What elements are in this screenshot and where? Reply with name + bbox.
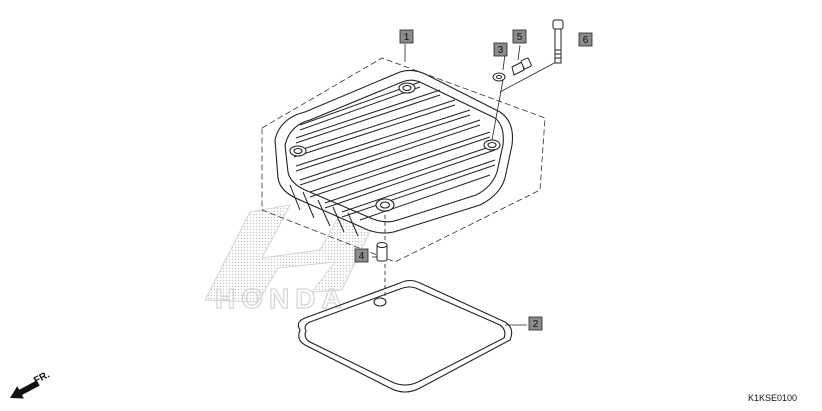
callout-number: 4 bbox=[359, 251, 365, 262]
callout-number: 5 bbox=[517, 32, 523, 43]
callout-number: 6 bbox=[583, 35, 589, 46]
small-bolt-part bbox=[511, 57, 532, 76]
callout-box bbox=[512, 29, 527, 44]
callout-box bbox=[354, 248, 369, 263]
callout-box bbox=[528, 316, 543, 331]
callout-number: 3 bbox=[498, 45, 504, 56]
callout-1: 1 bbox=[399, 29, 414, 44]
washer-part bbox=[492, 72, 506, 82]
callout-box bbox=[493, 42, 508, 57]
callout-4: 4 bbox=[354, 248, 369, 263]
callout-number: 2 bbox=[533, 319, 539, 330]
callout-box bbox=[399, 29, 414, 44]
long-bolt-part bbox=[552, 19, 564, 64]
diagram-code: K1KSE0100 bbox=[748, 393, 797, 403]
callout-3: 3 bbox=[493, 42, 508, 57]
callout-5: 5 bbox=[512, 29, 527, 44]
callout-box bbox=[578, 32, 593, 47]
callout-2: 2 bbox=[528, 316, 543, 331]
callout-6: 6 bbox=[578, 32, 593, 47]
assembly-group-frame bbox=[261, 57, 546, 263]
front-direction-arrow-icon bbox=[10, 380, 40, 399]
dowel-pin-part bbox=[376, 242, 388, 262]
gasket-part bbox=[297, 279, 513, 393]
honda-watermark-logo: HONDA bbox=[204, 204, 381, 315]
front-direction-label: FR. bbox=[32, 369, 52, 386]
cylinder-head-cover bbox=[274, 69, 514, 237]
svg-text:HONDA: HONDA bbox=[215, 283, 348, 314]
callout-number: 1 bbox=[404, 32, 410, 43]
